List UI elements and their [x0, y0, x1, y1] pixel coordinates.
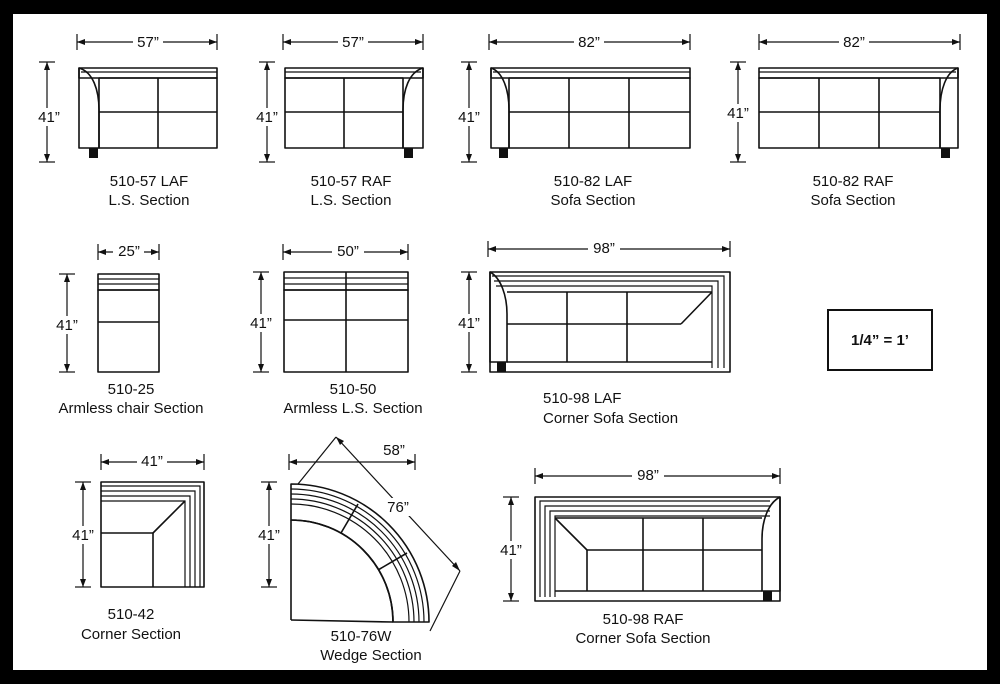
piece-510-98-raf: 98” 41” 510-98 RAF Co: [497, 465, 781, 647]
section-name: Sofa Section: [550, 192, 635, 209]
model-label: 510-98 RAF: [603, 611, 684, 628]
height-dimension: 41”: [455, 271, 483, 373]
height-dimension: 41”: [253, 61, 279, 163]
section-name: Wedge Section: [320, 647, 421, 664]
piece-510-50: 50” 41” 510-50 Armless L.S. Section: [247, 241, 423, 417]
width-dimension: 98”: [487, 238, 731, 257]
drawing-sheet: 57” 41” 510-57 LAF L.S. Section: [13, 14, 987, 670]
sofa-elevation: [758, 67, 959, 158]
height-label: 41”: [258, 527, 280, 544]
height-dimension: 41”: [455, 61, 481, 163]
width-dimension: 57”: [282, 32, 424, 51]
width-label: 98”: [637, 467, 659, 484]
piece-510-82-laf: 82” 41” 510-82 LAF Sofa Section: [455, 32, 691, 209]
width-label: 82”: [843, 34, 865, 51]
model-label: 510-50: [330, 381, 377, 398]
height-label: 41”: [38, 109, 60, 126]
height-dimension: 41”: [724, 61, 750, 163]
model-label: 510-82 RAF: [813, 173, 894, 190]
height-label: 41”: [250, 315, 272, 332]
height-label: 41”: [72, 527, 94, 544]
corner-sofa-elevation: [534, 496, 781, 602]
width-dimension: 50”: [282, 241, 409, 260]
model-label: 510-57 LAF: [110, 173, 188, 190]
piece-510-76w: 58” 76” 41”: [255, 436, 461, 664]
diagonal-dimension: 76”: [297, 436, 461, 632]
width-dimension: 57”: [76, 32, 218, 51]
height-dimension: 41”: [53, 273, 81, 373]
model-label: 510-25: [108, 381, 155, 398]
height-label: 41”: [727, 105, 749, 122]
section-name: Corner Sofa Section: [575, 630, 710, 647]
height-dimension: 41”: [69, 481, 97, 588]
piece-510-57-laf: 57” 41” 510-57 LAF L.S. Section: [35, 32, 218, 209]
width-dimension: 82”: [488, 32, 691, 51]
sofa-elevation: [78, 67, 218, 158]
width-label: 50”: [337, 243, 359, 260]
width-dimension: 58”: [288, 441, 416, 470]
section-name: L.S. Section: [311, 192, 392, 209]
width-label: 25”: [118, 243, 140, 260]
piece-510-25: 25” 41” 510-25 Armless chair Section: [53, 241, 204, 417]
model-label: 510-98 LAF: [543, 390, 621, 407]
width-label: 58”: [383, 442, 405, 459]
model-label: 510-57 RAF: [311, 173, 392, 190]
chair-elevation: [97, 273, 160, 373]
scale-legend: 1/4” = 1’: [827, 309, 933, 371]
height-label: 41”: [458, 315, 480, 332]
corner-sofa-elevation: [489, 271, 731, 373]
sofa-elevation: [284, 67, 424, 158]
model-label: 510-76W: [331, 628, 393, 645]
scale-label: 1/4” = 1’: [851, 331, 909, 349]
piece-510-42: 41” 41” 510-42 Corner Section: [69, 451, 205, 643]
piece-510-82-raf: 82” 41” 510-82 RAF Sofa Section: [724, 32, 961, 209]
wedge-plan: [290, 483, 430, 623]
diagonal-label: 76”: [387, 499, 409, 516]
model-label: 510-42: [108, 606, 155, 623]
width-label: 41”: [141, 453, 163, 470]
height-label: 41”: [500, 542, 522, 559]
piece-510-57-raf: 57” 41” 510-57 RAF L.S. Section: [253, 32, 424, 209]
height-dimension: 41”: [35, 61, 61, 163]
height-dimension: 41”: [255, 481, 283, 588]
width-label: 57”: [137, 34, 159, 51]
width-dimension: 82”: [758, 32, 961, 51]
furniture-drawings: 57” 41” 510-57 LAF L.S. Section: [35, 32, 961, 664]
height-label: 41”: [56, 317, 78, 334]
width-label: 82”: [578, 34, 600, 51]
width-dimension: 25”: [97, 241, 160, 260]
section-name: Armless chair Section: [58, 400, 203, 417]
width-label: 98”: [593, 240, 615, 257]
section-name: Armless L.S. Section: [283, 400, 422, 417]
section-name: Corner Section: [81, 626, 181, 643]
height-dimension: 41”: [497, 496, 525, 602]
height-label: 41”: [458, 109, 480, 126]
piece-510-98-laf: 98” 41” 510-98 LAF Corner Sofa Sect: [455, 238, 731, 427]
corner-elevation: [100, 481, 205, 588]
width-dimension: 98”: [534, 465, 781, 484]
section-name: Sofa Section: [810, 192, 895, 209]
sofa-elevation: [490, 67, 691, 158]
sofa-elevation: [283, 271, 409, 373]
model-label: 510-82 LAF: [554, 173, 632, 190]
section-name: Corner Sofa Section: [543, 410, 678, 427]
width-dimension: 41”: [100, 451, 205, 470]
height-label: 41”: [256, 109, 278, 126]
width-label: 57”: [342, 34, 364, 51]
section-name: L.S. Section: [109, 192, 190, 209]
height-dimension: 41”: [247, 271, 275, 373]
